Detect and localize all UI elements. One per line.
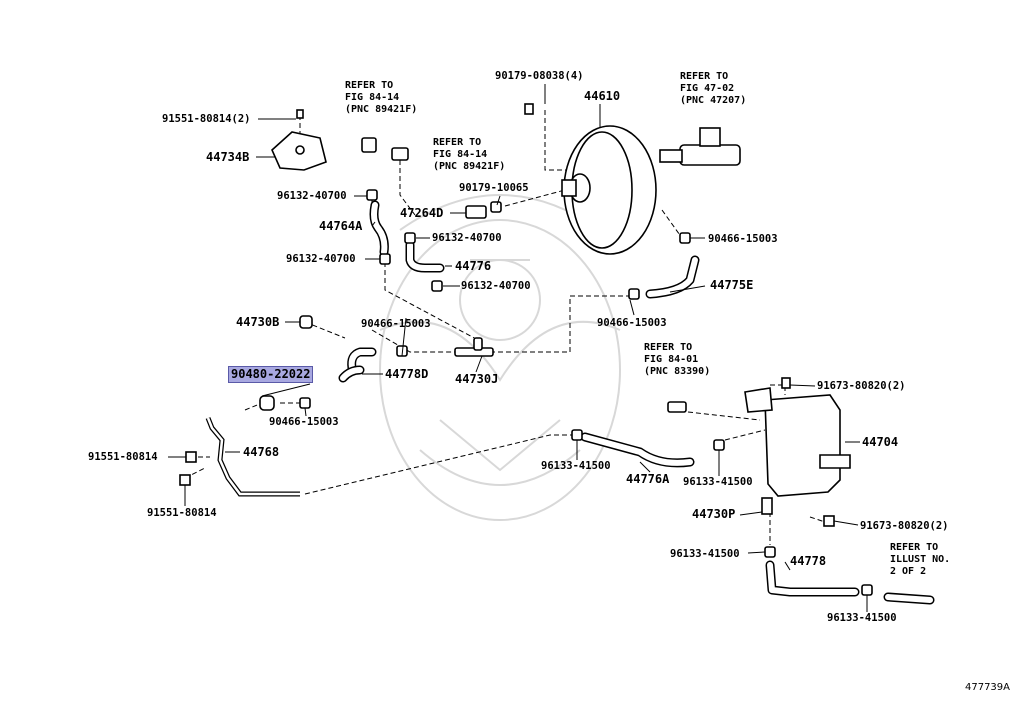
watermark-emblem [379,194,621,521]
part-label-91551-80814-a[interactable]: 91551-80814 [88,451,158,463]
refer-note-line: REFER TO [890,542,939,553]
refer-note-line: 2 OF 2 [890,566,927,577]
brake-booster-44610[interactable] [561,125,657,255]
vacuum-tank-44704[interactable] [744,387,851,515]
part-label-96133-41500-c[interactable]: 96133-41500 [670,548,740,560]
part-label-91551-80814-2[interactable]: 91551-80814(2) [162,113,251,125]
refer-note-fig-84-14-b: REFER TO FIG 84-14 (PNC 89421F) [433,137,505,173]
nut-90179-08038 [524,103,534,115]
part-label-44734b[interactable]: 44734B [206,150,250,164]
hoses [338,200,935,605]
grommet-90480-22022[interactable] [259,395,275,411]
part-label-91551-80814-b[interactable]: 91551-80814 [147,507,217,519]
part-label-96133-41500-a[interactable]: 96133-41500 [541,460,611,472]
part-label-44778d[interactable]: 44778D [385,367,429,381]
refer-note-line: FIG 47-02 [680,83,735,94]
sensor-83390 [667,401,687,413]
part-label-44704[interactable]: 44704 [862,435,899,449]
part-label-44776[interactable]: 44776 [455,259,492,273]
diagram-code: 477739A [964,682,1010,693]
part-label-47264d[interactable]: 47264D [400,206,444,220]
refer-note-illust-2: REFER TO ILLUST NO. 2 OF 2 [890,542,950,578]
bolt-91673-80820-a [781,377,791,389]
part-label-90480-22022-highlighted[interactable]: 90480-22022 [228,366,314,383]
part-label-96133-41500-b[interactable]: 96133-41500 [683,476,753,488]
part-label-91673-80820-2b[interactable]: 91673-80820(2) [860,520,949,532]
part-label-44775e[interactable]: 44775E [710,278,754,292]
sensor-89421f-b [391,147,409,161]
refer-note-fig-84-01: REFER TO FIG 84-01 (PNC 83390) [644,342,710,378]
part-label-44768[interactable]: 44768 [243,445,280,459]
refer-note-fig-47-02: REFER TO FIG 47-02 (PNC 47207) [680,71,746,107]
part-label-90179-10065[interactable]: 90179-10065 [459,182,529,194]
part-label-90466-15003-d[interactable]: 90466-15003 [269,416,339,428]
part-label-96132-40700-c[interactable]: 96132-40700 [286,253,356,265]
refer-note-line: (PNC 89421F) [433,161,506,172]
pipe-44768 [205,417,300,497]
bolt-91551-80814-a [185,451,197,463]
refer-note-line: (PNC 47207) [680,95,747,106]
bolt-91673-80820-b [823,515,835,527]
refer-note-line: REFER TO [345,80,394,91]
refer-note-line: (PNC 83390) [644,366,711,377]
bracket-44734b[interactable] [271,109,327,171]
refer-note-line: REFER TO [644,342,693,353]
refer-note-line: FIG 84-14 [345,92,400,103]
refer-note-line: FIG 84-14 [433,149,488,160]
refer-note-line: FIG 84-01 [644,354,699,365]
refer-note-line: (PNC 89421F) [345,104,418,115]
clip-44730b[interactable] [299,315,313,329]
part-label-96132-40700-b[interactable]: 96132-40700 [432,232,502,244]
bolt-91551-80814-b [179,474,191,486]
part-label-90466-15003-a[interactable]: 90466-15003 [708,233,778,245]
part-label-44610[interactable]: 44610 [584,89,621,103]
part-label-96132-40700-d[interactable]: 96132-40700 [461,280,531,292]
part-label-44776a[interactable]: 44776A [626,472,670,486]
refer-note-fig-84-14-a: REFER TO FIG 84-14 (PNC 89421F) [345,80,417,116]
part-label-44778[interactable]: 44778 [790,554,827,568]
part-label-96133-41500-d[interactable]: 96133-41500 [827,612,897,624]
part-label-44730p[interactable]: 44730P [692,507,736,521]
part-label-44730j[interactable]: 44730J [455,372,499,386]
t-joint-44730j[interactable] [454,337,494,357]
master-cylinder [659,127,741,166]
leader-lines [168,84,868,612]
clamps [299,189,873,596]
refer-note-line: REFER TO [680,71,729,82]
check-valve-47264d[interactable] [465,205,487,219]
refer-note-line: ILLUST NO. [890,554,951,565]
part-label-90466-15003-c[interactable]: 90466-15003 [361,318,431,330]
part-label-96132-40700-a[interactable]: 96132-40700 [277,190,347,202]
refer-note-line: REFER TO [433,137,482,148]
part-label-44764a[interactable]: 44764A [319,219,363,233]
part-label-44730b[interactable]: 44730B [236,315,280,329]
part-label-91673-80820-2a[interactable]: 91673-80820(2) [817,380,906,392]
part-label-90179-08038-4[interactable]: 90179-08038(4) [495,70,584,82]
sensor-89421f-a [361,137,377,153]
part-label-90466-15003-b[interactable]: 90466-15003 [597,317,667,329]
